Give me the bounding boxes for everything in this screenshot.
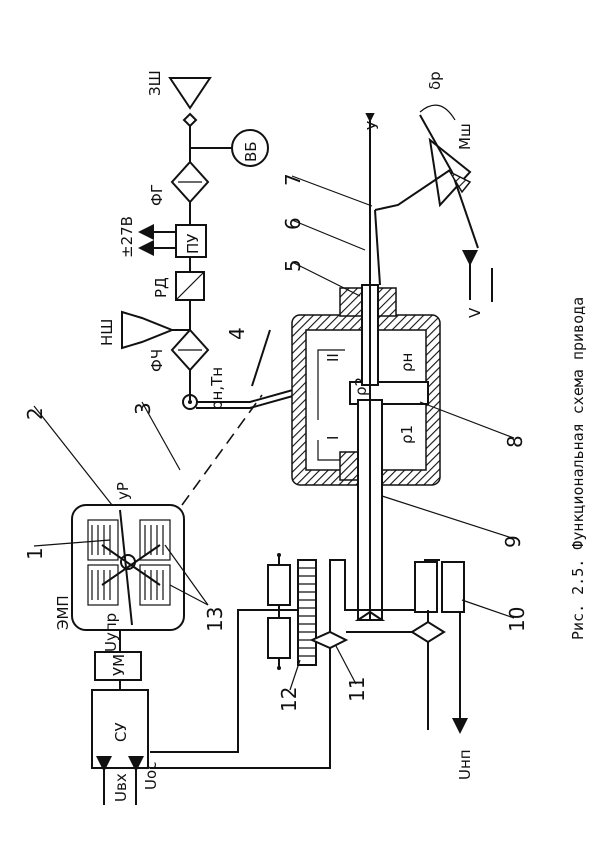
callout-2: 2 <box>23 407 47 420</box>
rd-label: РД <box>152 277 170 298</box>
callout-3: 3 <box>131 402 155 415</box>
control-surface: δр Мш <box>374 71 479 286</box>
sensor-block-10: Uнп <box>346 561 474 780</box>
emp-label: ЭМП <box>54 595 72 630</box>
emp-converter: ЭМП Uупр уР <box>54 482 185 652</box>
pitot-source: ρн,Тн <box>182 367 226 410</box>
pu-block: ПУ <box>175 224 207 258</box>
supply-label: ±27В <box>118 216 136 258</box>
zsh-label: ЗШ <box>146 70 164 96</box>
u-upr-label: Uупр <box>102 613 120 652</box>
callout-9: 9 <box>501 535 525 548</box>
u-vkh-label: Uвх <box>112 773 130 802</box>
fch-label: ФЧ <box>148 349 166 372</box>
rd-block: РД <box>152 271 205 301</box>
feedback-potentiometer <box>267 553 440 670</box>
callout-8: 8 <box>503 435 527 448</box>
callout-11: 11 <box>345 677 369 702</box>
power-amplifier-block: УМ <box>94 651 142 681</box>
vb-block: ВБ <box>190 129 269 167</box>
um-label: УМ <box>110 654 128 676</box>
su-label: СУ <box>112 722 130 742</box>
fg-block: ФГ <box>148 160 210 206</box>
y-r-label: уР <box>114 482 132 500</box>
pu-label: ПУ <box>184 234 202 254</box>
axis-y-label: У <box>364 121 382 130</box>
p1-label: ρ1 <box>398 425 416 444</box>
pn-label: ρн <box>398 353 416 372</box>
callout-4: 4 <box>225 327 249 340</box>
callout-7: 7 <box>281 173 305 186</box>
chamber-2-label: II <box>324 353 342 362</box>
u-os-label: Uос <box>142 762 160 790</box>
callout-5: 5 <box>281 259 305 272</box>
pn-tn-label: ρн,Тн <box>208 367 226 410</box>
supply-input: ±27В <box>118 216 176 258</box>
callouts: 1 2 3 4 5 6 7 8 9 10 11 12 13 <box>23 173 529 712</box>
nsh-label: НШ <box>98 319 116 346</box>
chamber-1-label: I <box>324 436 342 440</box>
supply-pipe <box>196 387 301 403</box>
callout-10: 10 <box>505 607 529 632</box>
callout-13: 13 <box>203 607 227 632</box>
fch-block: ФЧ <box>148 328 210 372</box>
delta-r-label: δр <box>426 71 444 90</box>
velocity-indicator: V <box>462 250 493 318</box>
callout-1: 1 <box>23 547 47 560</box>
vb-label: ВБ <box>242 141 260 162</box>
fg-label: ФГ <box>148 184 166 206</box>
callout-6: 6 <box>281 217 305 230</box>
m-sh-label: Мш <box>456 123 474 150</box>
u-np-label: Uнп <box>456 749 474 780</box>
callout-12: 12 <box>277 687 301 712</box>
figure-caption: Рис. 2.5. Функциональная схема привода <box>569 297 587 640</box>
dashed-link <box>181 394 263 506</box>
nsh-block: НШ <box>98 310 190 350</box>
control-unit-block: СУ <box>91 689 149 769</box>
zsh-block: ЗШ <box>146 70 212 128</box>
velocity-label: V <box>466 307 484 318</box>
